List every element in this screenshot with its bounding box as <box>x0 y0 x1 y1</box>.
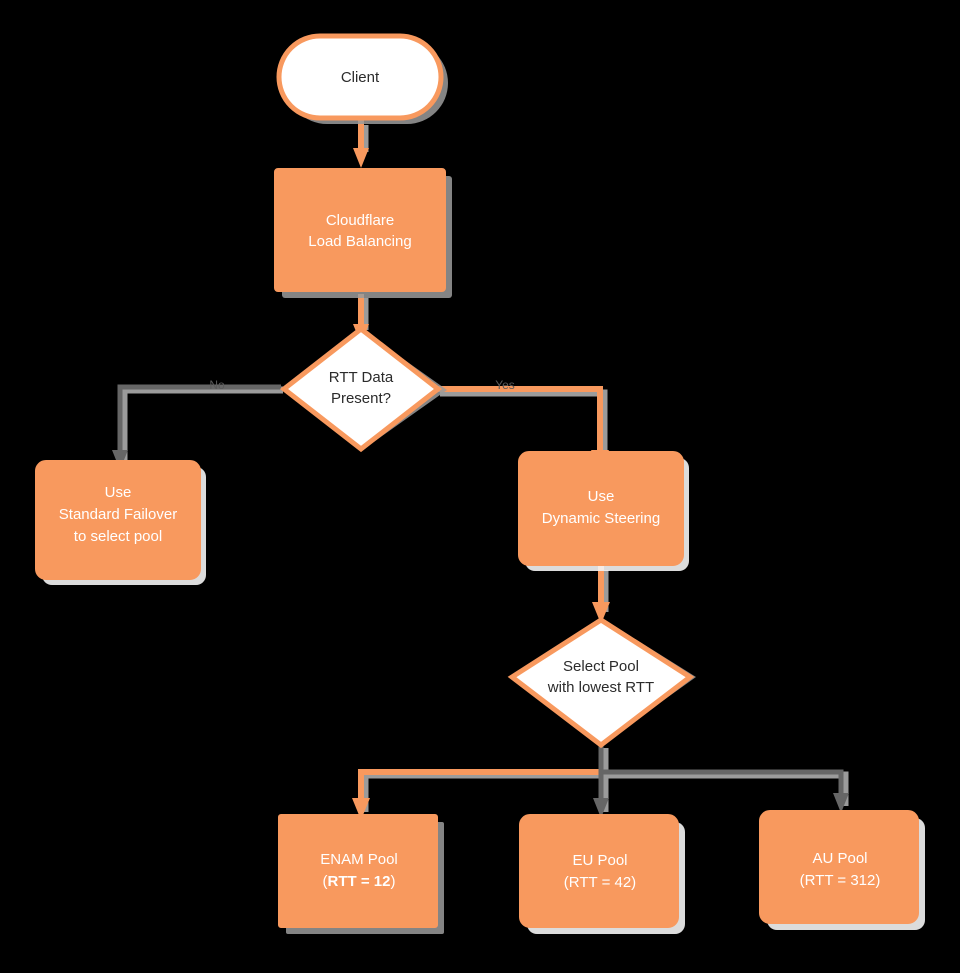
enam-pool-node[interactable]: ENAM Pool (RTT = 12) <box>278 814 444 934</box>
enam-pool-label-line1: ENAM Pool <box>320 851 398 868</box>
edge-dynamic-to-select-pool <box>592 566 610 624</box>
edge-client-to-lb <box>353 118 369 168</box>
enam-pool-label-line2: (RTT = 12) <box>323 873 396 890</box>
cloudflare-load-balancing-node[interactable]: Cloudflare Load Balancing <box>274 168 452 298</box>
dynamic-steering-node[interactable]: Use Dynamic Steering <box>518 451 689 571</box>
select-pool-lowest-rtt-decision[interactable]: Select Pool with lowest RTT <box>507 617 696 749</box>
enam-paren-open: ( <box>323 873 328 890</box>
au-pool-label-line1: AU Pool <box>812 850 867 867</box>
client-node[interactable]: Client <box>276 33 448 124</box>
select-pool-label-line2: with lowest RTT <box>547 679 654 696</box>
standard-failover-label-line2: Standard Failover <box>59 506 177 523</box>
rtt-decision-label-line1: RTT Data <box>329 369 394 386</box>
eu-pool-label-line2: (RTT = 42) <box>564 874 636 891</box>
edge-label-no: No <box>209 378 225 392</box>
au-pool-label-line2: (RTT = 312) <box>800 872 881 889</box>
cloudflare-lb-label-line1: Cloudflare <box>326 212 394 229</box>
edge-label-yes: Yes <box>495 378 515 392</box>
edge-label-yes-text: Yes <box>495 378 515 392</box>
edge-select-pool-to-au <box>601 769 849 813</box>
au-pool-node[interactable]: AU Pool (RTT = 312) <box>759 810 925 930</box>
eu-pool-node[interactable]: EU Pool (RTT = 42) <box>519 814 685 934</box>
standard-failover-node[interactable]: Use Standard Failover to select pool <box>35 460 206 585</box>
enam-rtt-value: RTT = 12 <box>328 873 391 890</box>
dynamic-steering-label-line2: Dynamic Steering <box>542 510 660 527</box>
client-label: Client <box>341 69 380 86</box>
dynamic-steering-label-line1: Use <box>588 488 615 505</box>
eu-pool-label-line1: EU Pool <box>572 852 627 869</box>
enam-paren-close: ) <box>390 873 395 890</box>
edge-select-pool-to-eu <box>593 745 609 818</box>
edge-rtt-decision-no <box>112 384 283 470</box>
edge-select-pool-to-enam <box>352 769 605 820</box>
cloudflare-lb-label-line2: Load Balancing <box>308 233 411 250</box>
standard-failover-label-line3: to select pool <box>74 528 162 545</box>
rtt-decision-label-line2: Present? <box>331 390 391 407</box>
edge-label-no-text: No <box>209 378 225 392</box>
standard-failover-label-line1: Use <box>105 484 132 501</box>
rtt-data-present-decision[interactable]: RTT Data Present? <box>279 325 447 453</box>
select-pool-label-line1: Select Pool <box>563 658 639 675</box>
